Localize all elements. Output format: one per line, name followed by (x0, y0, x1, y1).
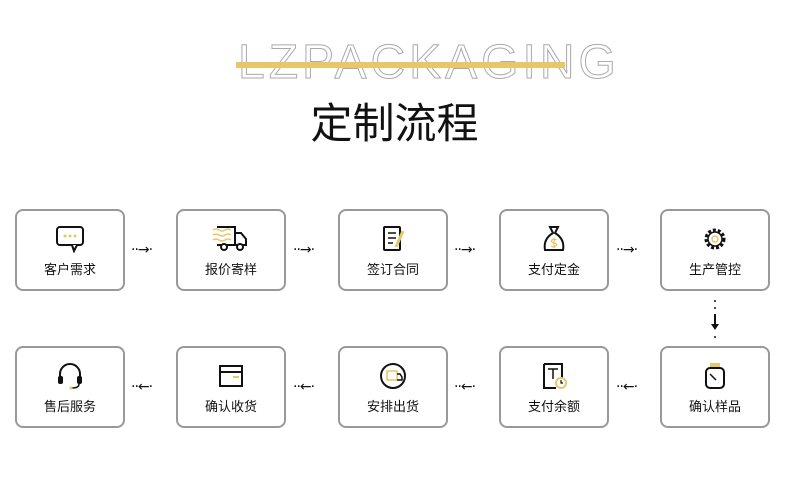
step-label: 确认收货 (204, 400, 257, 415)
sample-jar-icon (705, 363, 725, 389)
step-label: 支付定金 (527, 263, 580, 278)
step-label: 生产管控 (688, 263, 741, 278)
invoice-clock-icon (543, 363, 567, 389)
money-bag-icon (543, 226, 565, 251)
step-after-sales: 售后服务 (15, 346, 125, 428)
step-pay-deposit: 支付定金 (499, 209, 609, 291)
step-quote-sample: 报价寄样 (176, 209, 286, 291)
step-label: 客户需求 (43, 263, 96, 278)
step-confirm-sample: 确认样品 (660, 346, 770, 428)
step-confirm-receipt: 确认收货 (176, 346, 286, 428)
step-pay-balance: 支付余额 (499, 346, 609, 428)
step-label: 确认样品 (688, 400, 741, 415)
page-title: 定制流程 (310, 99, 479, 148)
headset-icon (58, 363, 82, 390)
arrow-right: ··→· (293, 242, 315, 258)
arrow-right: ··→· (616, 242, 638, 258)
step-arrange-shipment: 安排出货 (338, 346, 448, 428)
step-label: 售后服务 (43, 400, 96, 415)
arrow-down (711, 300, 719, 338)
arrow-left: ··←· (293, 379, 315, 395)
arrow-left: ··←· (616, 379, 638, 395)
step-label: 报价寄样 (204, 263, 257, 278)
box-icon (219, 365, 243, 387)
step-label: 支付余额 (527, 400, 580, 415)
arrow-left: ··←· (454, 379, 476, 395)
step-production-control: 生产管控 (660, 209, 770, 291)
shipping-coin-icon (380, 363, 406, 389)
accent-bar (236, 62, 565, 68)
step-label: 安排出货 (366, 400, 419, 415)
arrow-left: ··←· (131, 379, 153, 395)
step-customer-needs: 客户需求 (15, 209, 125, 291)
delivery-truck-icon (212, 226, 247, 251)
step-sign-contract: 签订合同 (338, 209, 448, 291)
step-label: 签订合同 (366, 263, 419, 278)
arrow-right: ··→· (454, 242, 476, 258)
arrow-right: ··→· (131, 242, 153, 258)
gear-icon (704, 228, 726, 250)
contract-icon (383, 226, 405, 251)
chat-bubble-icon (56, 226, 84, 254)
